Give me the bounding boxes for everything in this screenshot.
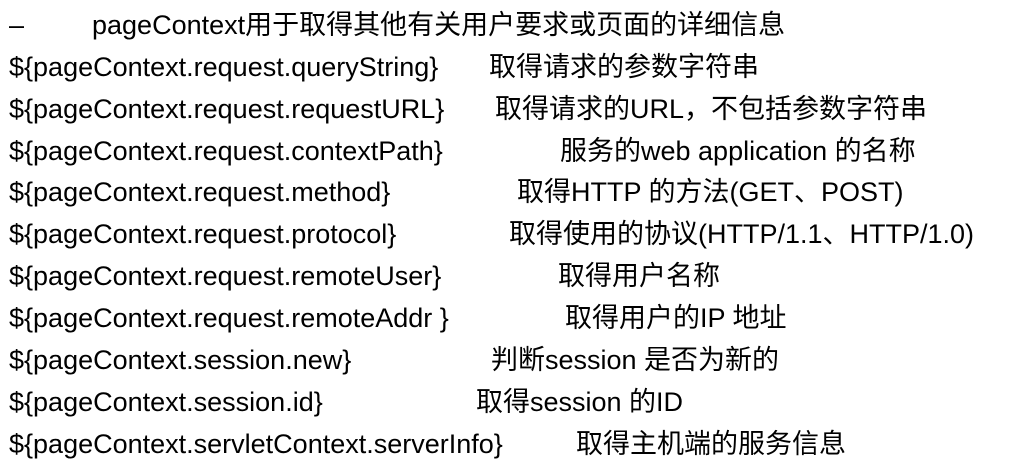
el-description: 取得用户名称 xyxy=(558,261,720,291)
el-row: ${pageContext.request.protocol} 取得使用的协议(… xyxy=(9,214,974,254)
el-expression: ${pageContext.request.queryString} xyxy=(9,52,439,82)
el-row: ${pageContext.request.contextPath} 服务的we… xyxy=(9,131,916,171)
el-expression: ${pageContext.request.remoteAddr } xyxy=(9,303,449,333)
el-description: 取得HTTP 的方法(GET、POST) xyxy=(517,177,904,207)
el-description: 取得主机端的服务信息 xyxy=(576,429,846,459)
el-expression: ${pageContext.session.new} xyxy=(9,345,352,375)
el-row: ${pageContext.request.requestURL} 取得请求的U… xyxy=(9,89,927,129)
el-row: ${pageContext.servletContext.serverInfo}… xyxy=(9,424,846,464)
el-expression: ${pageContext.request.requestURL} xyxy=(9,94,445,124)
el-row: ${pageContext.session.new} 判断session 是否为… xyxy=(9,340,779,380)
el-expression: ${pageContext.session.id} xyxy=(9,387,323,417)
intro-text: pageContext用于取得其他有关用户要求或页面的详细信息 xyxy=(92,10,786,40)
el-description: 取得用户的IP 地址 xyxy=(565,303,787,333)
el-row: ${pageContext.request.remoteAddr } 取得用户的… xyxy=(9,298,787,338)
el-row: ${pageContext.request.method} 取得HTTP 的方法… xyxy=(9,172,904,212)
el-description: 服务的web application 的名称 xyxy=(560,136,916,166)
el-expression: ${pageContext.request.contextPath} xyxy=(9,136,443,166)
bullet-dash: – xyxy=(9,10,25,40)
el-description: 取得使用的协议(HTTP/1.1、HTTP/1.0) xyxy=(509,219,975,249)
el-description: 判断session 是否为新的 xyxy=(491,345,780,375)
el-row: ${pageContext.session.id} 取得session 的ID xyxy=(9,382,683,422)
el-expression: ${pageContext.request.method} xyxy=(9,177,391,207)
el-description: 取得请求的参数字符串 xyxy=(489,52,759,82)
el-description: 取得请求的URL，不包括参数字符串 xyxy=(495,94,928,124)
el-expression: ${pageContext.request.protocol} xyxy=(9,219,397,249)
el-description: 取得session 的ID xyxy=(476,387,684,417)
el-expression: ${pageContext.servletContext.serverInfo} xyxy=(9,429,503,459)
el-row: ${pageContext.request.remoteUser} 取得用户名称 xyxy=(9,256,720,296)
el-row: ${pageContext.request.queryString} 取得请求的… xyxy=(9,47,759,87)
el-expression: ${pageContext.request.remoteUser} xyxy=(9,261,442,291)
